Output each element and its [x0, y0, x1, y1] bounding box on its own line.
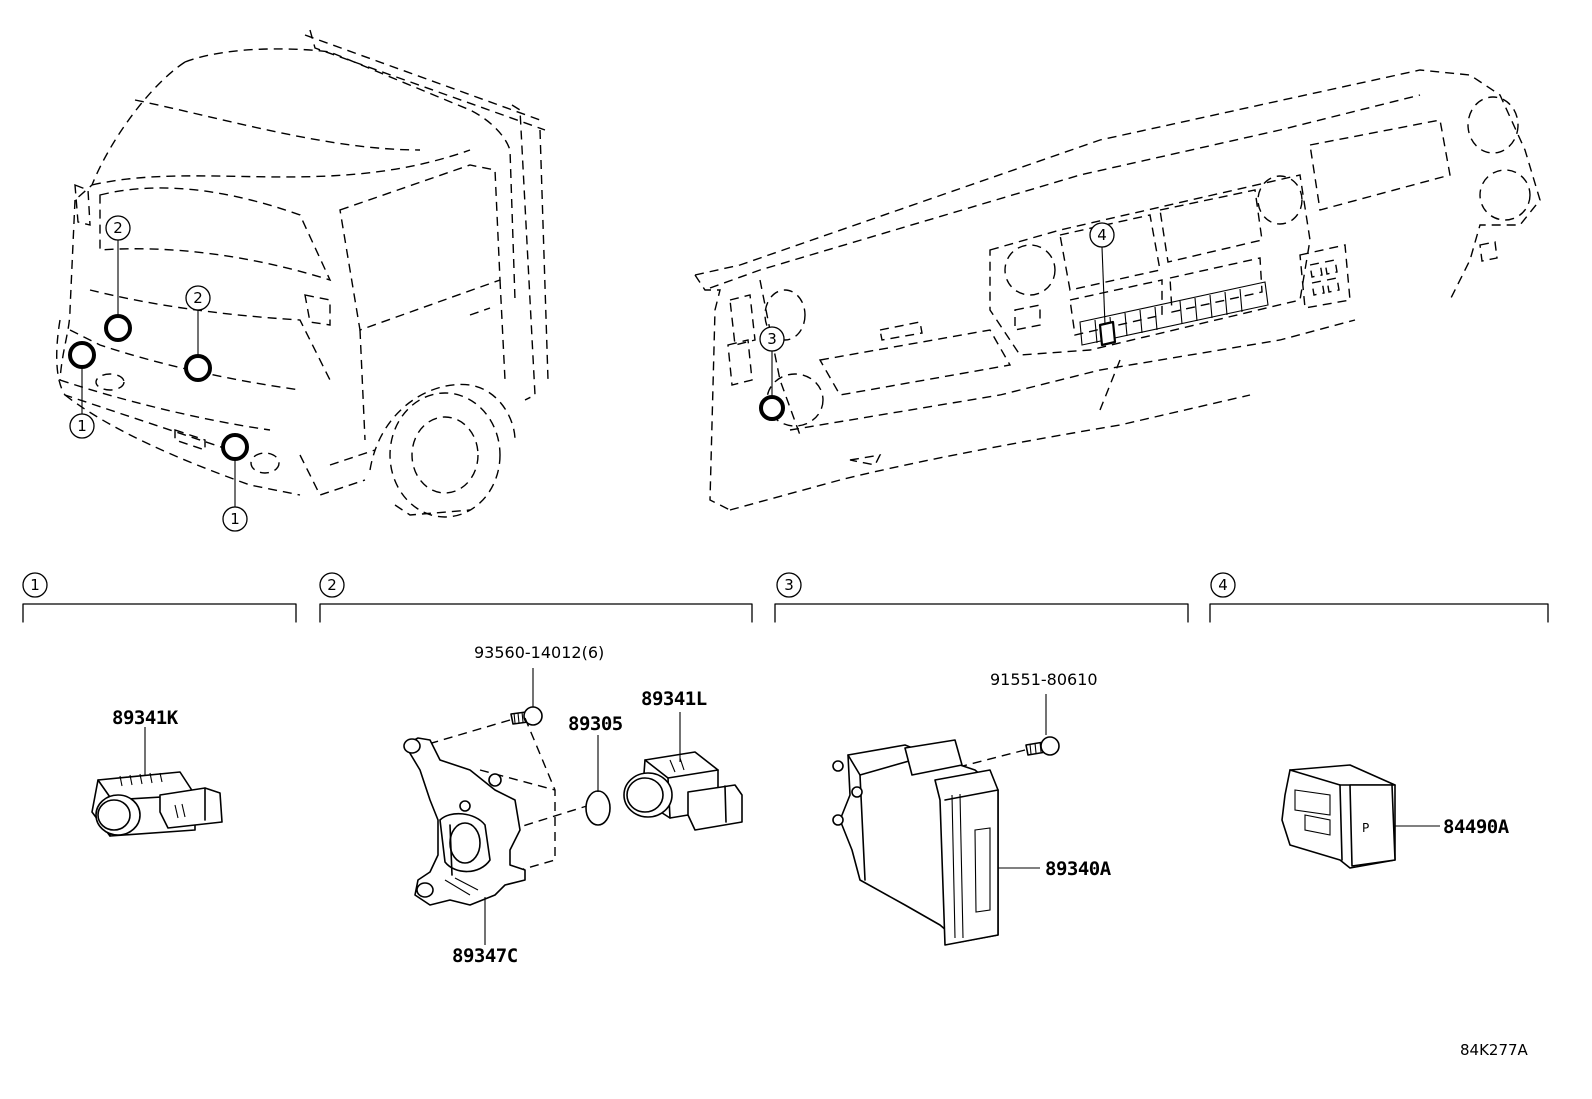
bolt-bracket: [510, 706, 543, 726]
section-number: 1: [30, 576, 40, 594]
section-number: 3: [784, 576, 794, 594]
part-ecu: [832, 739, 999, 946]
part-bracket: [403, 737, 526, 906]
truck-illustration: [56, 29, 549, 518]
dash-callout-3: 3: [759, 326, 785, 352]
marker-sensor-2a: [104, 314, 132, 342]
section-number: 2: [327, 576, 337, 594]
part-number-bracket: 89347C: [452, 945, 518, 967]
callout-label: 1: [230, 510, 240, 528]
truck-callout-1a: 1: [69, 413, 95, 439]
part-retainer: [585, 790, 611, 826]
truck-callout-2b: 2: [185, 285, 211, 311]
marker-sensor-1a: [68, 341, 96, 369]
callout-label: 4: [1097, 226, 1107, 244]
part-sensor-front: [91, 771, 223, 837]
dash-callout-4: 4: [1089, 222, 1115, 248]
part-number-sensor-rear: 89341L: [641, 688, 707, 710]
part-number-ecu: 89340A: [1045, 858, 1112, 880]
part-sensor-rear: [623, 751, 743, 831]
truck-callout-2a: 2: [105, 215, 131, 241]
callout-label: 3: [767, 330, 777, 348]
marker-ecu-3: [759, 395, 785, 421]
part-number-retainer: 89305: [568, 713, 623, 735]
section-number: 4: [1218, 576, 1228, 594]
callout-label: 1: [77, 417, 87, 435]
marker-sensor-1b: [221, 433, 249, 461]
section-header-4: 4: [1209, 572, 1549, 623]
part-number-bolt-bracket: 93560-14012(6): [474, 643, 604, 662]
callout-label: 2: [113, 219, 123, 237]
truck-callout-1b: 1: [222, 506, 248, 532]
switch-face-label: P: [1362, 821, 1369, 835]
section-header-1: 1: [22, 572, 297, 623]
section-header-3: 3: [774, 572, 1189, 623]
part-number-sensor-front: 89341K: [112, 707, 179, 729]
section-header-2: 2: [319, 572, 753, 623]
figure-code: 84K277A: [1460, 1041, 1529, 1059]
dashboard-illustration: [694, 69, 1541, 511]
marker-sensor-2b: [184, 354, 212, 382]
part-switch: P: [1281, 764, 1396, 869]
part-number-switch: 84490A: [1443, 816, 1510, 838]
callout-label: 2: [193, 289, 203, 307]
part-number-bolt-ecu: 91551-80610: [990, 670, 1098, 689]
bolt-ecu: [1025, 736, 1060, 756]
